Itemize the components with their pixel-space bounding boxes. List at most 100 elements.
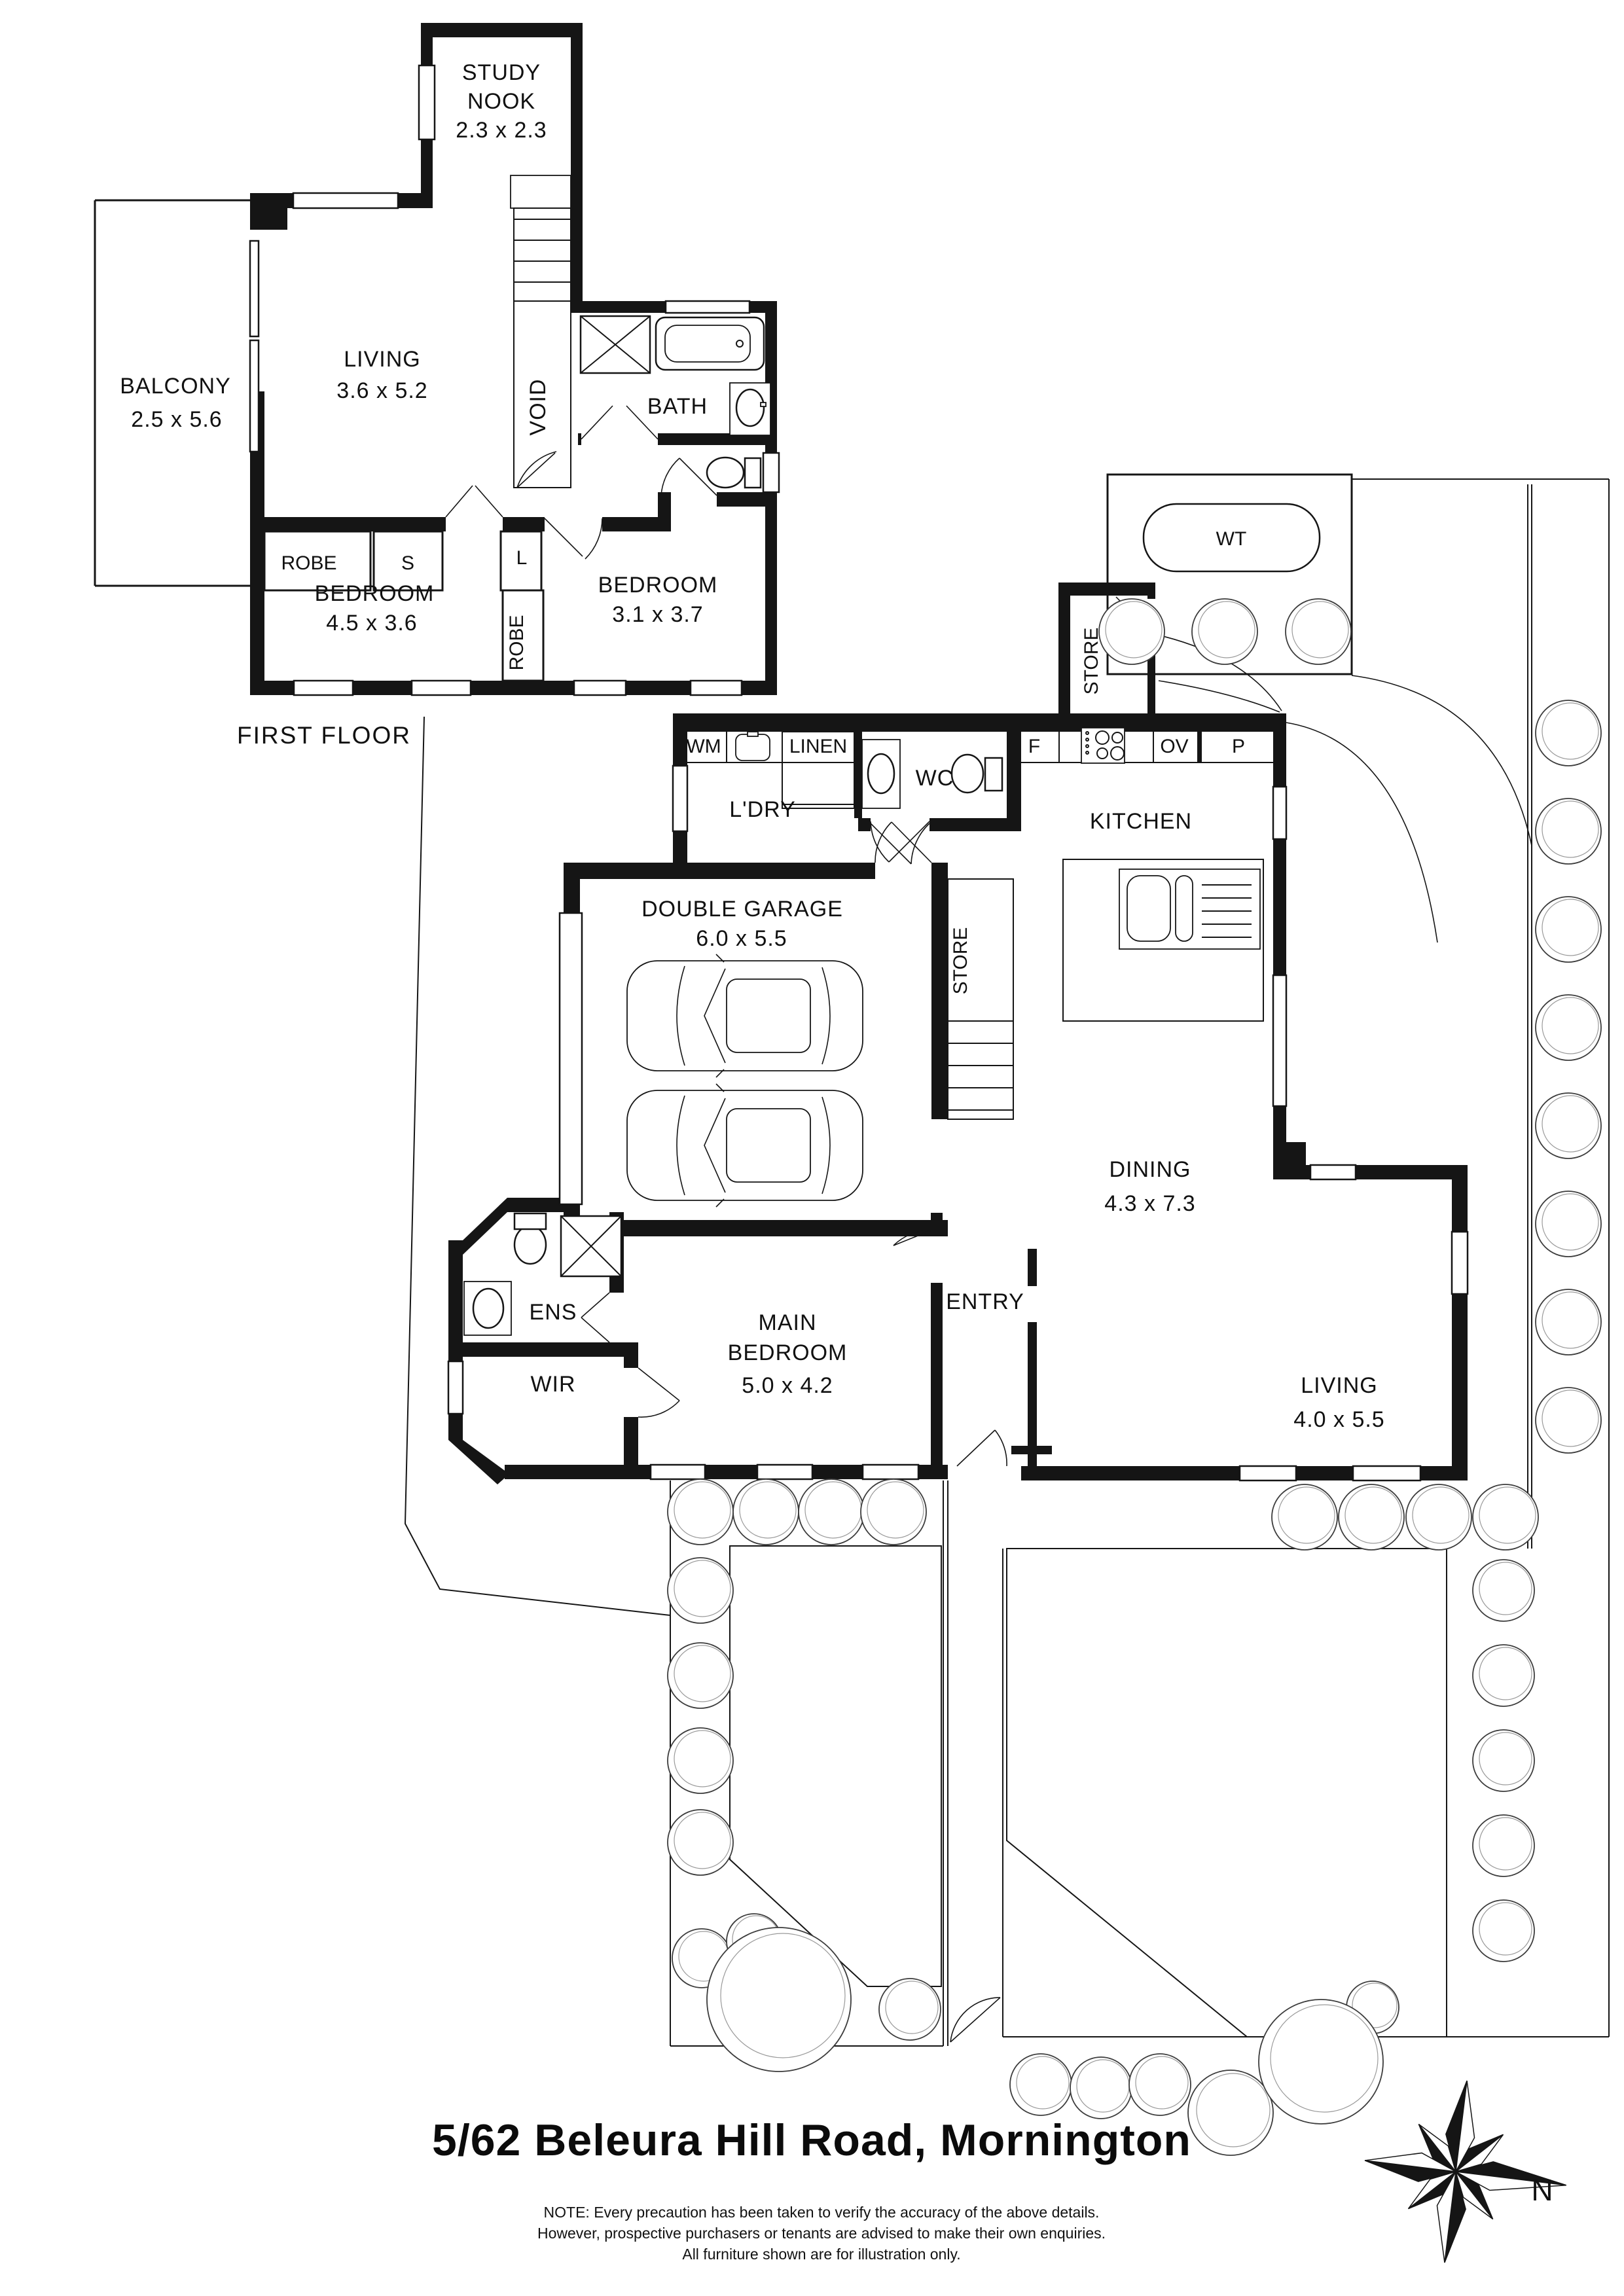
main-bedroom-label2: BEDROOM: [728, 1340, 848, 1365]
tree-icon: [1472, 1814, 1535, 1877]
wir-label: WIR: [530, 1372, 575, 1397]
bath-basin-icon: [729, 382, 771, 436]
ground-floor-windows: [447, 764, 1469, 1482]
tree-icon: [667, 1727, 734, 1794]
bathtub-icon: [655, 316, 765, 371]
study-nook-dims: 2.3 x 2.3: [456, 118, 547, 143]
tree-icon: [1070, 2056, 1132, 2119]
tree-icon: [1535, 896, 1602, 963]
oven-label: OV: [1160, 736, 1188, 757]
garden-trees: [667, 598, 1602, 2156]
tree-icon: [860, 1479, 927, 1545]
laundry-bench: [687, 731, 855, 809]
tree-icon: [1472, 1559, 1535, 1622]
tree-icon: [1271, 1484, 1338, 1551]
compass-rose-icon: [1364, 2080, 1566, 2263]
tree-icon: [798, 1479, 865, 1545]
kitchen-island: [1062, 859, 1264, 1022]
robe1-label: ROBE: [281, 552, 336, 574]
tree-icon: [1098, 598, 1165, 665]
ens-basin-icon: [463, 1281, 512, 1336]
tree-icon: [1285, 598, 1352, 665]
bedroom2-dims: 3.1 x 3.7: [612, 602, 703, 627]
compass-north-label: N: [1531, 2173, 1553, 2207]
bedroom1-dims: 4.5 x 3.6: [326, 611, 417, 636]
first-floor-plan: STUDY NOOK 2.3 x 2.3 LIVING 3.6 x 5.2 BA…: [94, 23, 780, 749]
balcony-label: BALCONY: [120, 374, 231, 399]
tree-icon: [1472, 1899, 1535, 1962]
ff-living-dims: 3.6 x 5.2: [336, 378, 427, 403]
stairs-ground-floor: [947, 878, 1014, 1120]
kitchen-bench: [1021, 732, 1273, 763]
tree-icon: [1535, 1387, 1602, 1454]
tree-icon: [878, 1978, 941, 2041]
wc-toilet-icon: [950, 753, 1003, 794]
bedroom2-label: BEDROOM: [598, 573, 718, 598]
toilet-icon: [706, 456, 762, 489]
study-nook-label: STUDY: [462, 60, 541, 85]
tree-icon: [1472, 1484, 1539, 1551]
robe-cupboards: [263, 530, 545, 682]
tree-icon: [667, 1557, 734, 1624]
balcony-dims: 2.5 x 5.6: [131, 407, 222, 432]
dining-dims: 4.3 x 7.3: [1104, 1191, 1195, 1216]
tree-icon: [1191, 598, 1258, 665]
tree-icon: [1187, 2070, 1274, 2156]
l-cupboard-label: L: [516, 547, 528, 569]
first-floor-caption: FIRST FLOOR: [237, 722, 411, 749]
wm-label: WM: [686, 736, 721, 757]
water-tank: [1106, 473, 1353, 675]
s-cupboard-label: S: [401, 552, 414, 574]
tree-icon: [1405, 1484, 1472, 1551]
ff-living-label: LIVING: [344, 347, 420, 372]
page-title: 5/62 Beleura Hill Road, Mornington: [432, 2115, 1191, 2165]
tree-icon: [1472, 1729, 1535, 1792]
tree-icon: [667, 1809, 734, 1876]
shower-icon: [579, 315, 651, 374]
store-stairs-label: STORE: [950, 927, 971, 995]
bedroom1-label: BEDROOM: [315, 581, 435, 606]
tree-icon: [1535, 1092, 1602, 1159]
ground-floor-walls: [448, 583, 1468, 1484]
robe2-label: ROBE: [506, 615, 528, 670]
balcony-outline: [94, 199, 259, 587]
store-top-label: STORE: [1081, 628, 1102, 695]
tree-icon: [1009, 2053, 1072, 2116]
tree-icon: [1258, 1999, 1384, 2125]
first-floor-windows: [249, 64, 780, 696]
study-nook-label2: NOOK: [467, 89, 535, 114]
laundry-sink-icon: [735, 731, 770, 761]
tree-icon: [1128, 2053, 1191, 2116]
dining-label: DINING: [1110, 1157, 1191, 1182]
ens-label: ENS: [530, 1300, 577, 1325]
tree-icon: [1535, 1289, 1602, 1355]
tree-icon: [1338, 1484, 1405, 1551]
first-floor-doors: [445, 405, 717, 560]
tree-icon: [732, 1479, 799, 1545]
car-icon: [626, 954, 863, 1078]
car-icon: [626, 1083, 863, 1208]
laundry-label: L'DRY: [729, 797, 796, 822]
tree-icon: [706, 1927, 852, 2072]
ens-toilet-icon: [513, 1212, 547, 1265]
tree-icon: [1535, 700, 1602, 766]
water-tank-label: WT: [1216, 528, 1247, 550]
wc-label: WC: [916, 766, 954, 791]
void-label: VOID: [526, 378, 550, 435]
linen-label: LINEN: [789, 736, 847, 757]
fridge-label: F: [1028, 736, 1040, 757]
tree-icon: [667, 1479, 734, 1545]
entry-label: ENTRY: [946, 1289, 1024, 1314]
stairs-first-floor: [510, 175, 571, 488]
ens-shower-icon: [560, 1215, 623, 1278]
main-bedroom-dims: 5.0 x 4.2: [742, 1373, 833, 1398]
gf-living-dims: 4.0 x 5.5: [1293, 1407, 1384, 1432]
note-line3: All furniture shown are for illustration…: [682, 2246, 960, 2263]
garage-dims: 6.0 x 5.5: [696, 926, 787, 951]
bath-label: BATH: [647, 394, 708, 419]
site-boundary: [404, 478, 1610, 2037]
garage-label: DOUBLE GARAGE: [641, 897, 843, 922]
tree-icon: [1472, 1644, 1535, 1707]
wc-basin-icon: [861, 739, 901, 809]
